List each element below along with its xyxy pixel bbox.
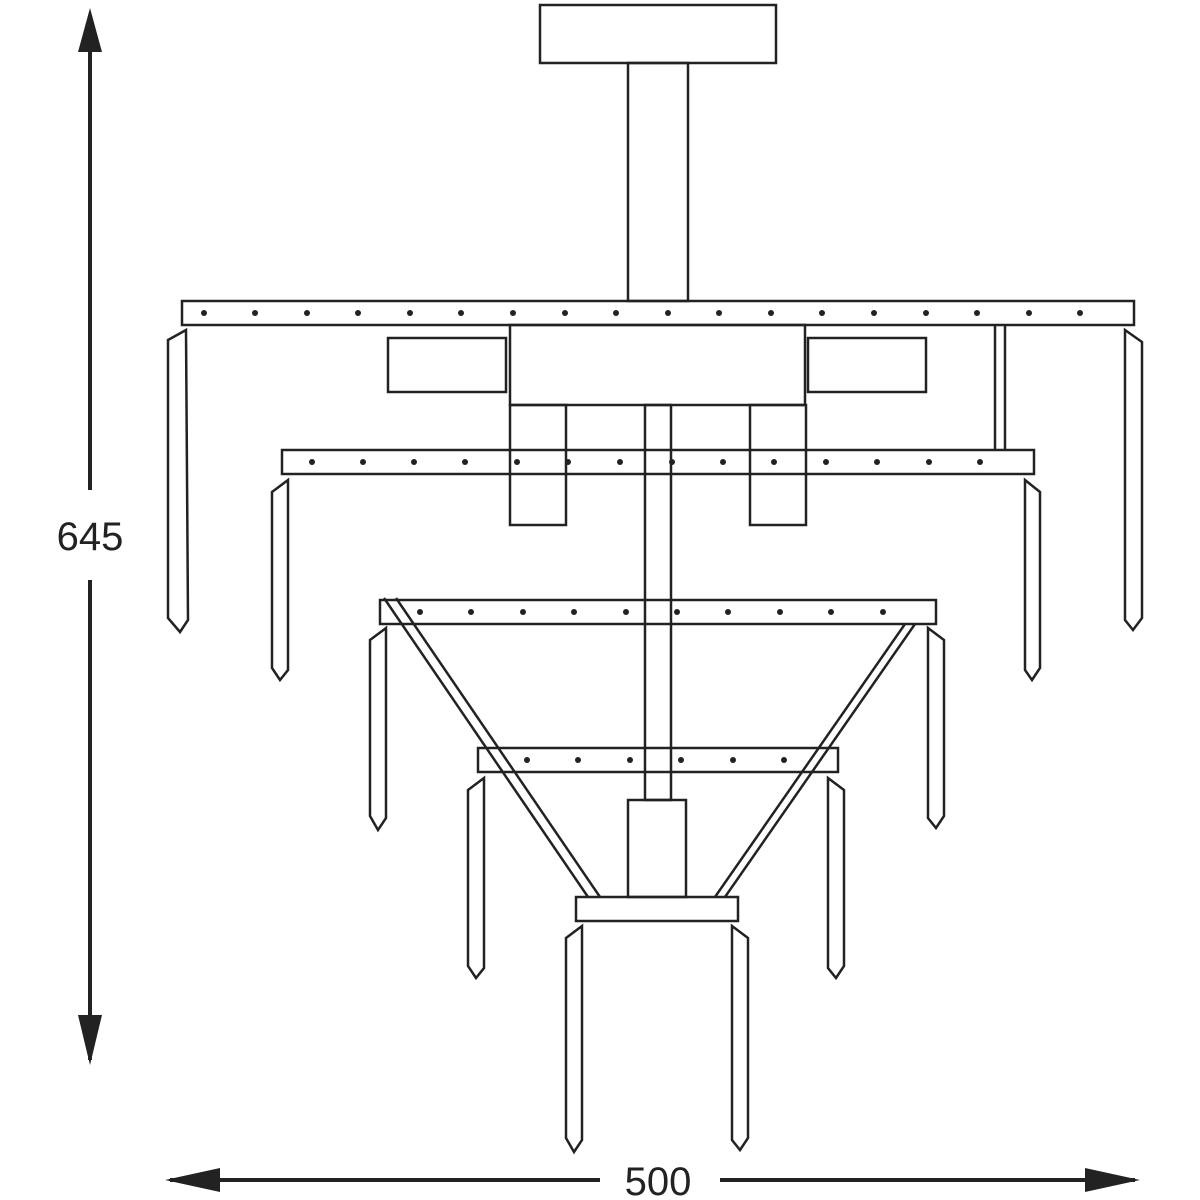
crystal-prism — [1023, 477, 1042, 683]
down-rod — [626, 61, 690, 303]
height-arrow-up-icon — [78, 8, 102, 52]
tier-4-bar — [476, 746, 840, 774]
width-arrow-left-icon — [165, 1168, 220, 1192]
ceiling-plate — [538, 3, 778, 65]
tier-2-bar — [280, 448, 1036, 476]
right-socket — [748, 403, 808, 527]
crystal-prism — [1123, 327, 1144, 633]
right-lamp-box — [806, 336, 928, 394]
crystal-prism — [826, 775, 846, 981]
width-dimension: 500 — [165, 1160, 1140, 1200]
tier-3-bar — [378, 598, 938, 626]
chandelier — [166, 3, 1144, 1155]
height-dimension: 645 — [57, 8, 124, 1065]
height-arrow-down-icon — [78, 1015, 102, 1065]
width-label: 500 — [625, 1160, 692, 1200]
crystal-prism — [926, 625, 946, 831]
rivets — [201, 310, 1083, 763]
left-diagonal-frame — [382, 597, 590, 898]
tier-5-bar — [574, 895, 740, 923]
height-label: 645 — [57, 515, 124, 559]
left-lamp-box — [386, 336, 508, 394]
right-diagonal-frame — [723, 623, 917, 898]
lower-lamp — [626, 798, 688, 899]
central-stem — [643, 403, 673, 802]
tier-1-bar — [180, 299, 1136, 327]
crystal-prism — [730, 923, 750, 1153]
central-housing — [508, 323, 807, 407]
crystal-prism — [368, 625, 388, 833]
width-arrow-right-icon — [1085, 1168, 1140, 1192]
left-socket — [508, 403, 568, 527]
crystal-prism — [166, 327, 190, 635]
crystal-prism — [564, 923, 584, 1155]
crystal-prism — [466, 775, 486, 981]
crystal-prism — [270, 477, 290, 683]
